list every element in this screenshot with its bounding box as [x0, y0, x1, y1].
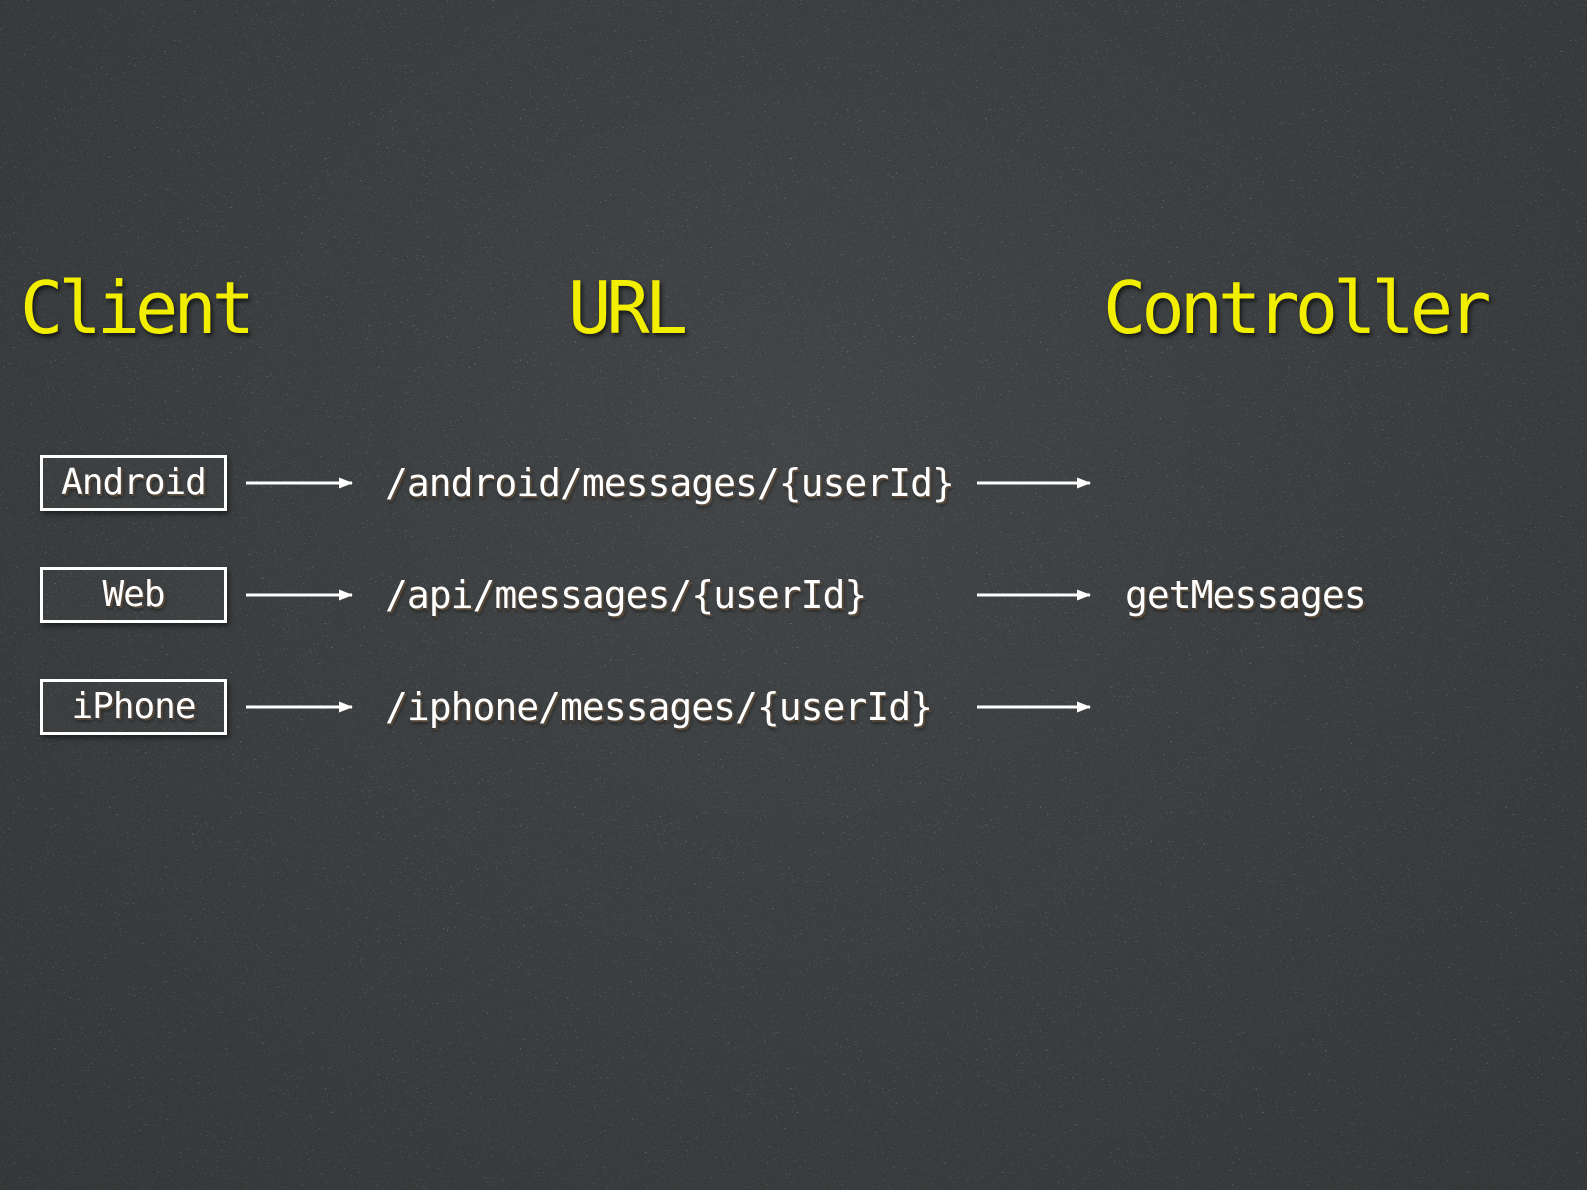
diagram-row-iphone: iPhone /iphone/messages/{userId} — [0, 679, 1587, 735]
url-text-iphone: /iphone/messages/{userId} — [385, 685, 933, 729]
client-box-label: Web — [102, 574, 165, 615]
url-text-web: /api/messages/{userId} — [385, 573, 867, 617]
url-text-android: /android/messages/{userId} — [385, 461, 955, 505]
diagram-row-android: Android /android/messages/{userId} — [0, 455, 1587, 511]
column-header-client: Client — [20, 266, 255, 350]
controller-method-label: getMessages — [1125, 573, 1367, 617]
client-box-web: Web — [40, 567, 227, 623]
client-box-label: iPhone — [71, 686, 196, 727]
client-box-label: Android — [61, 462, 207, 503]
diagram-row-web: Web /api/messages/{userId} getMessages — [0, 567, 1587, 623]
column-header-controller: Controller — [1103, 266, 1491, 350]
column-header-url: URL — [568, 266, 688, 350]
client-box-iphone: iPhone — [40, 679, 227, 735]
client-box-android: Android — [40, 455, 227, 511]
